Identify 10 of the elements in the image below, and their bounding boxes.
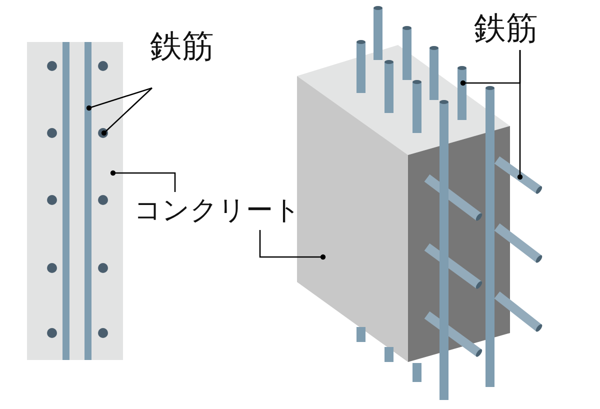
leader-line (517, 50, 523, 180)
leader-line (101, 88, 152, 136)
rebar (494, 156, 542, 194)
part-label: コンクリート (134, 197, 301, 224)
concrete-block (297, 45, 510, 362)
leader-line (259, 230, 326, 260)
leader-line (110, 170, 176, 192)
part-label: 鉄筋 (474, 12, 538, 44)
part-label: 鉄筋 (150, 30, 214, 62)
leader-line (86, 87, 152, 111)
